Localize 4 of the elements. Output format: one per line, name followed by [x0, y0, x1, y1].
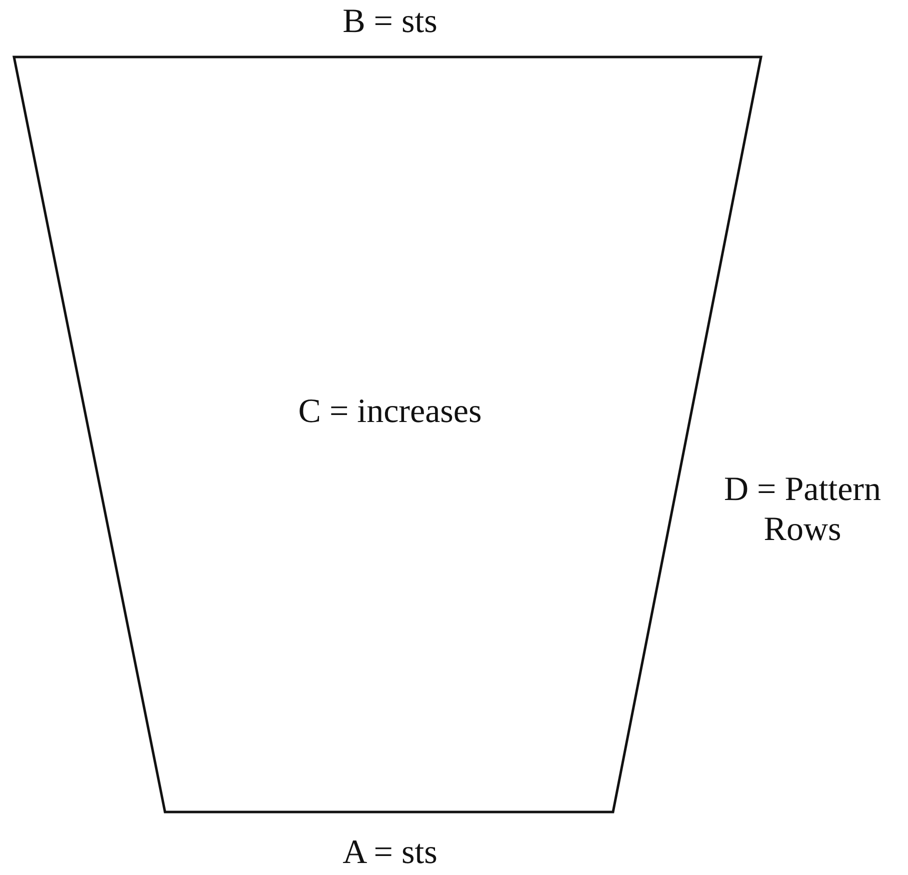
dimension-label: D = Pattern Rows [722, 470, 882, 550]
dimension-label: A = sts [342, 833, 438, 873]
shape-label: C = increases [298, 392, 482, 432]
dimension-label: B = sts [342, 2, 438, 42]
